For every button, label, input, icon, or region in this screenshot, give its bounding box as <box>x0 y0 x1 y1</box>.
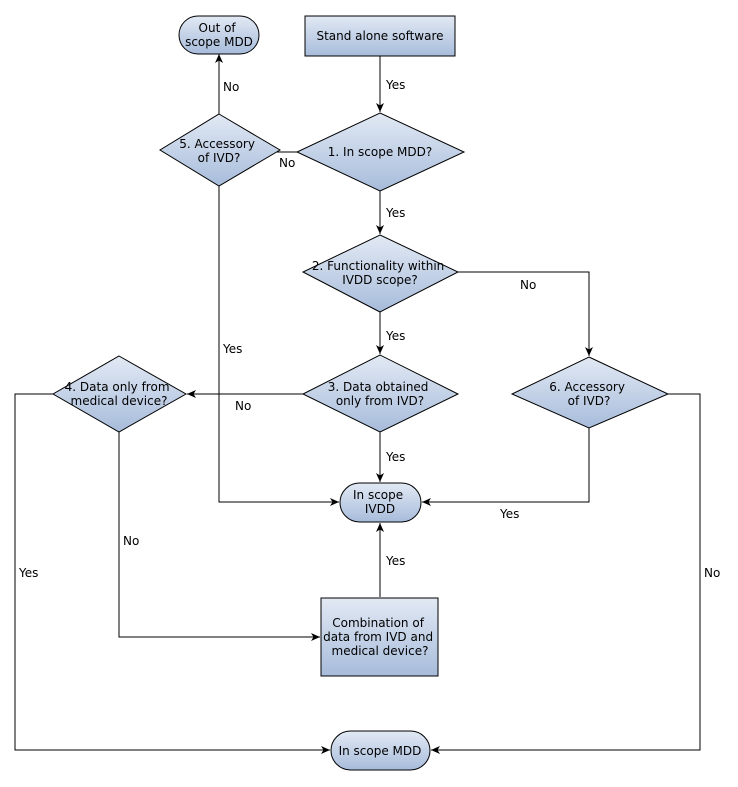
decision-diamond <box>159 113 281 187</box>
label-q6-mdd: No <box>704 566 720 580</box>
label-q1-q2: Yes <box>385 206 405 220</box>
node-text: 4. Data only from medical device? <box>65 380 174 408</box>
terminal-box <box>339 482 422 523</box>
decision-diamond <box>301 234 460 313</box>
label-q6-ivdd: Yes <box>499 507 519 521</box>
terminal-box <box>330 730 431 771</box>
node-text: In scope MDD <box>339 744 422 758</box>
node-q4: 4. Data only from medical device? <box>51 355 188 433</box>
node-text: 1. In scope MDD? <box>328 145 432 159</box>
node-q3: 3. Data obtained only from IVD? <box>301 354 460 433</box>
node-text: Out of scope MDD <box>185 21 253 49</box>
process-box <box>320 597 439 677</box>
node-text: 3. Data obtained only from IVD? <box>328 380 433 408</box>
node-text: 5. Accessory of IVD? <box>179 137 259 165</box>
node-in-scope-mdd: In scope MDD <box>330 730 431 771</box>
node-text: 6. Accessory of IVD? <box>549 380 629 408</box>
node-q2: 2. Functionality within IVDD scope? <box>301 234 460 313</box>
decision-diamond <box>510 356 670 429</box>
decision-diamond <box>51 355 188 433</box>
node-standalone: Stand alone software <box>304 15 456 57</box>
label-q3-ivdd: Yes <box>385 450 405 464</box>
label-q4-mdd: Yes <box>18 566 38 580</box>
node-text: Stand alone software <box>316 29 443 43</box>
node-q6: 6. Accessory of IVD? <box>510 356 670 429</box>
terminal-box <box>178 15 260 55</box>
node-combination: Combination of data from IVD and medical… <box>320 597 439 677</box>
node-q1: 1. In scope MDD? <box>295 112 466 192</box>
label-q2-q6: No <box>520 278 536 292</box>
node-text: Combination of data from IVD and medical… <box>323 616 437 658</box>
decision-diamond <box>301 354 460 433</box>
label-q5-out: No <box>223 80 239 94</box>
edge-q4-comb <box>118 432 320 641</box>
label-standalone-q1: Yes <box>385 78 405 92</box>
edge-q2-q6 <box>458 271 593 356</box>
node-out-of-scope-mdd: Out of scope MDD <box>178 15 260 55</box>
label-q4-comb: No <box>123 534 139 548</box>
label-q3-q4: No <box>235 399 251 413</box>
edge-q5-ivdd <box>218 186 339 506</box>
process-box <box>304 15 456 57</box>
node-text: 2. Functionality within IVDD scope? <box>312 259 448 287</box>
label-q1-q5: No <box>279 156 295 170</box>
decision-diamond <box>295 112 466 192</box>
edge-q4-mdd <box>14 393 330 754</box>
node-in-scope-ivdd: In scope IVDD <box>339 482 422 523</box>
label-comb-ivdd: Yes <box>385 554 405 568</box>
edge-q6-mdd <box>431 393 701 754</box>
edge-q6-ivdd <box>422 428 590 506</box>
node-q5: 5. Accessory of IVD? <box>159 113 281 187</box>
edge-labels: Yes No No Yes No Yes Yes No Yes Yes No Y… <box>18 78 720 580</box>
edges <box>14 54 701 754</box>
node-text: In scope IVDD <box>353 488 407 516</box>
label-q5-ivdd: Yes <box>222 342 242 356</box>
label-q2-q3: Yes <box>385 329 405 343</box>
